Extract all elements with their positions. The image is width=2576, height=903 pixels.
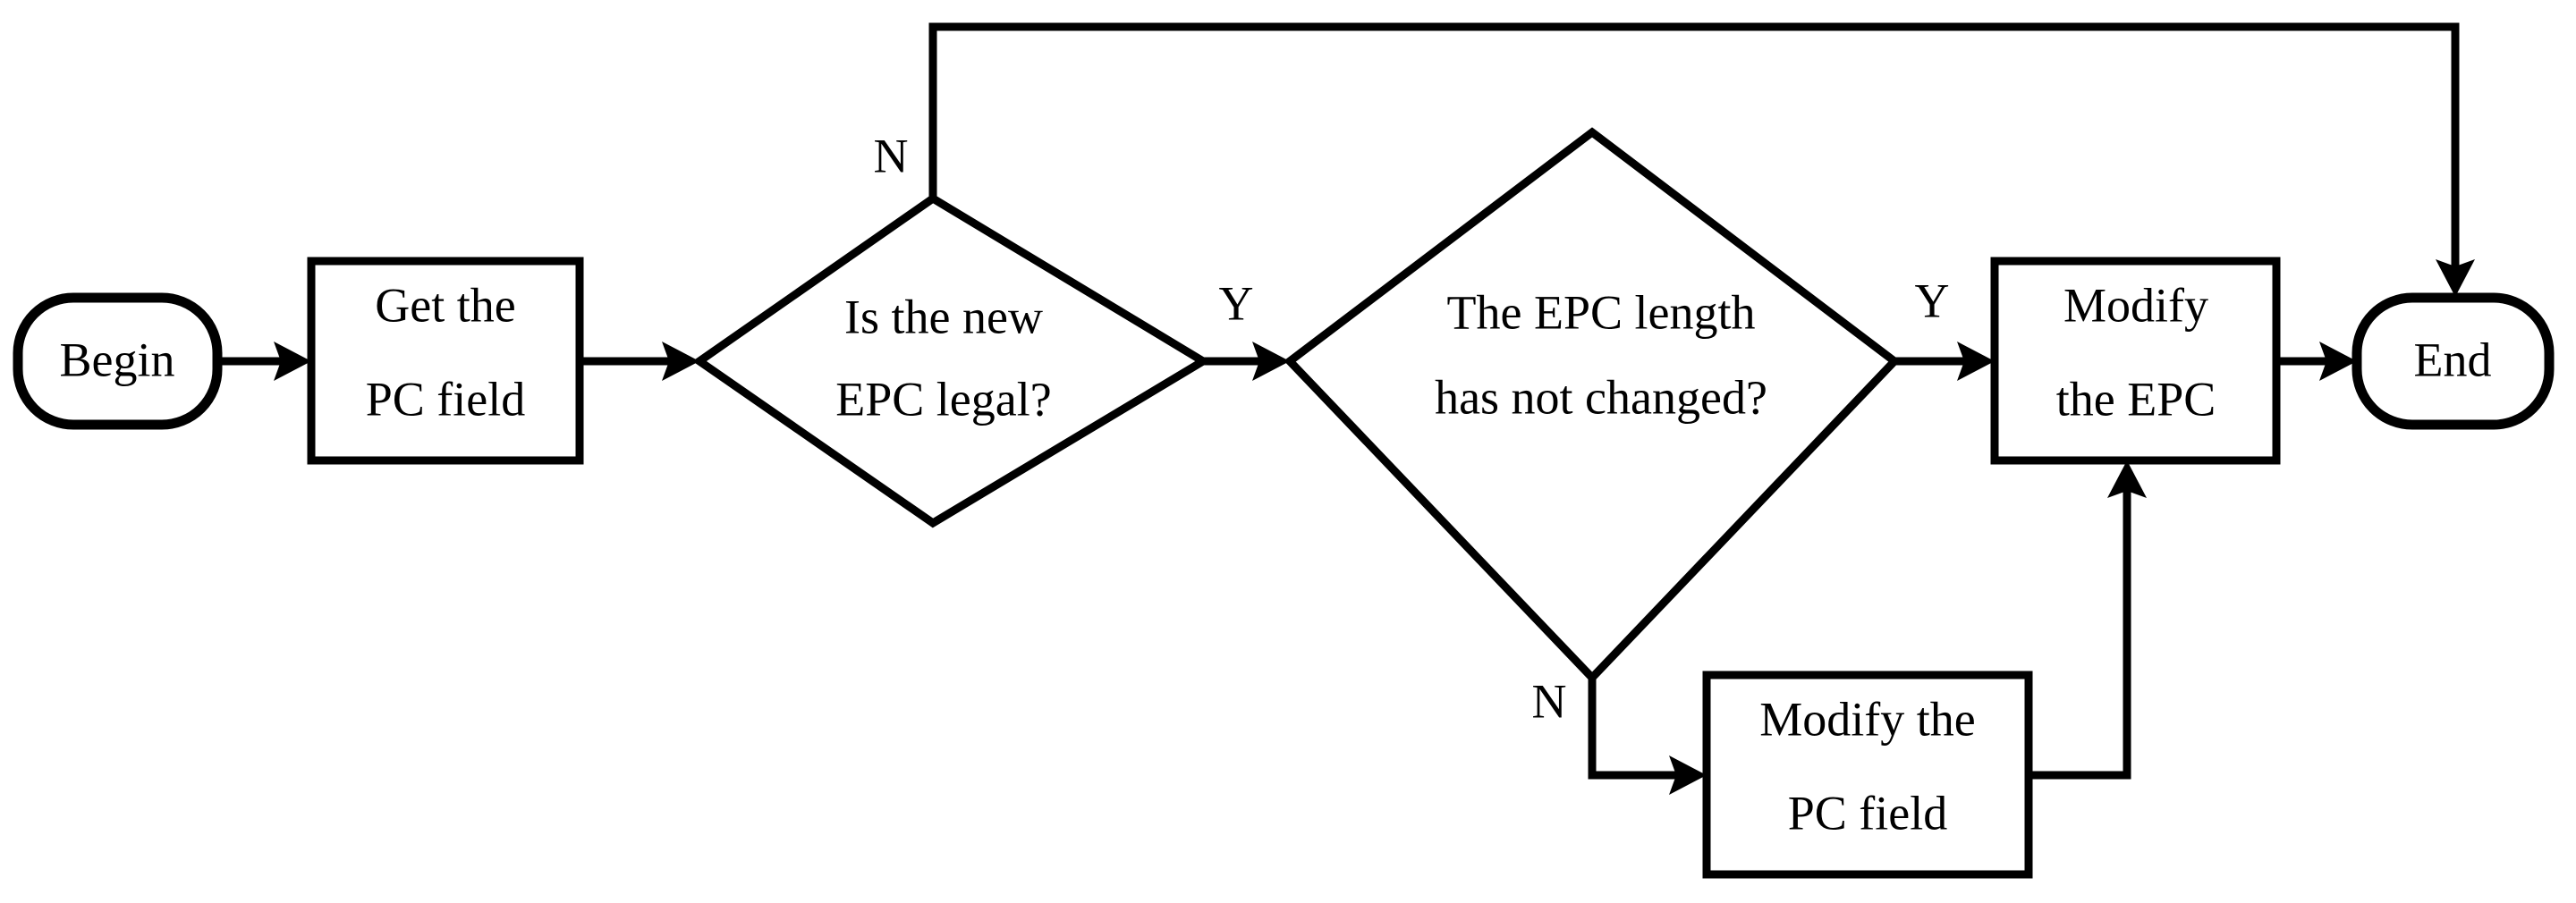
modify-pc-field-box	[1702, 671, 2033, 879]
is-epc-legal-label-line2: EPC legal?	[835, 372, 1051, 426]
modify-epc-box	[1990, 257, 2281, 465]
edge-label-length-yes: Y	[1915, 274, 1950, 327]
edge-get-pc-to-epc-legal	[580, 342, 699, 381]
node-is-epc-legal[interactable]: Is the new EPC legal?	[692, 193, 1211, 528]
modify-pc-field-label-line1: Modify the	[1759, 692, 1975, 746]
modify-epc-label-line2: the EPC	[2056, 372, 2216, 426]
node-begin[interactable]: Begin	[13, 292, 223, 430]
edge-epc-legal-no-to-end	[928, 22, 2475, 297]
is-epc-legal-diamond	[692, 193, 1211, 528]
get-pc-field-label-line2: PC field	[366, 372, 526, 426]
node-modify-epc[interactable]: Modify the EPC	[1990, 257, 2281, 465]
is-epc-legal-label-line1: Is the new	[844, 290, 1043, 343]
edge-epc-legal-yes-to-epc-length	[1203, 342, 1290, 381]
end-label: End	[2414, 333, 2492, 386]
node-end[interactable]: End	[2351, 292, 2555, 430]
node-epc-length-unchanged[interactable]: The EPC length has not changed?	[1284, 127, 1901, 684]
get-pc-field-label-line1: Get the	[375, 278, 515, 332]
get-pc-field-box	[307, 257, 584, 465]
edge-label-legal-yes: Y	[1219, 276, 1254, 330]
begin-label: Begin	[60, 333, 175, 386]
edge-label-legal-no: N	[874, 129, 909, 182]
modify-pc-field-label-line2: PC field	[1788, 786, 1948, 840]
node-modify-pc-field[interactable]: Modify the PC field	[1702, 671, 2033, 879]
modify-epc-label-line1: Modify	[2063, 278, 2208, 332]
edge-label-length-no: N	[1532, 674, 1567, 728]
edge-begin-to-get-pc	[217, 342, 311, 381]
epc-length-label-line2: has not changed?	[1435, 370, 1767, 424]
end-terminal-shape	[2351, 292, 2555, 430]
edge-modify-epc-to-end	[2276, 342, 2357, 381]
begin-terminal-shape	[13, 292, 223, 430]
edge-epc-length-yes-to-modify-epc	[1894, 342, 1995, 381]
node-get-pc-field[interactable]: Get the PC field	[307, 257, 584, 465]
edge-epc-length-no-to-modify-pc	[1588, 678, 1707, 795]
epc-length-label-line1: The EPC length	[1447, 285, 1756, 339]
edge-modify-pc-to-modify-epc	[2029, 460, 2147, 780]
epc-length-unchanged-diamond	[1284, 127, 1901, 684]
